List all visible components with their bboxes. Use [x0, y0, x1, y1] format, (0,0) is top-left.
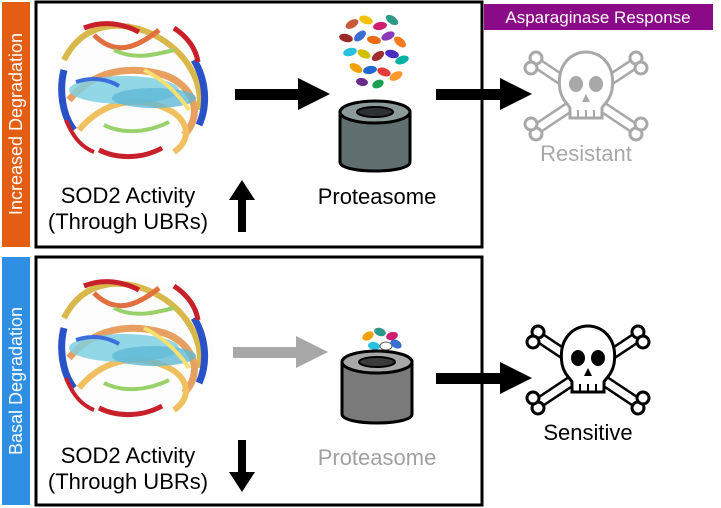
sod2-protein-structure-icon-bottom	[54, 276, 214, 420]
bottom-outcome-arrow-right-icon	[436, 362, 532, 394]
top-proteasome-particles	[339, 14, 409, 89]
top-proteasome-cylinder-icon	[338, 99, 412, 173]
top-panel-frame	[34, 0, 484, 249]
top-side-label: Increased Degradation	[6, 33, 26, 215]
top-arrow-right-icon	[235, 78, 330, 110]
bottom-arrow-right-icon	[233, 336, 328, 368]
top-side-band	[2, 2, 30, 247]
bottom-proteasome-cylinder-icon	[340, 349, 414, 425]
bottom-activity-line1: SOD2 Activity	[61, 443, 195, 468]
bottom-side-band	[2, 257, 30, 505]
top-activity-line2: (Through UBRs)	[48, 209, 208, 234]
bottom-outcome-label: Sensitive	[543, 420, 632, 445]
bottom-activity-line2: (Through UBRs)	[48, 469, 208, 494]
top-outcome-label: Resistant	[540, 141, 632, 166]
asparaginase-response-label: Asparaginase Response	[505, 8, 690, 27]
asparaginase-response-badge	[484, 4, 713, 30]
skull-crossbones-icon-resistant	[525, 52, 647, 140]
top-proteasome-label: Proteasome	[318, 184, 437, 209]
top-outcome-arrow-right-icon	[436, 78, 532, 110]
arrow-up-icon	[229, 180, 255, 232]
bottom-side-label: Basal Degradation	[6, 307, 26, 455]
bottom-proteasome-particles	[362, 327, 402, 351]
sod2-protein-structure-icon	[54, 18, 214, 162]
arrow-down-icon	[229, 440, 255, 492]
bottom-proteasome-label: Proteasome	[318, 445, 437, 470]
skull-crossbones-icon-sensitive	[527, 326, 649, 414]
top-activity-line1: SOD2 Activity	[61, 183, 195, 208]
